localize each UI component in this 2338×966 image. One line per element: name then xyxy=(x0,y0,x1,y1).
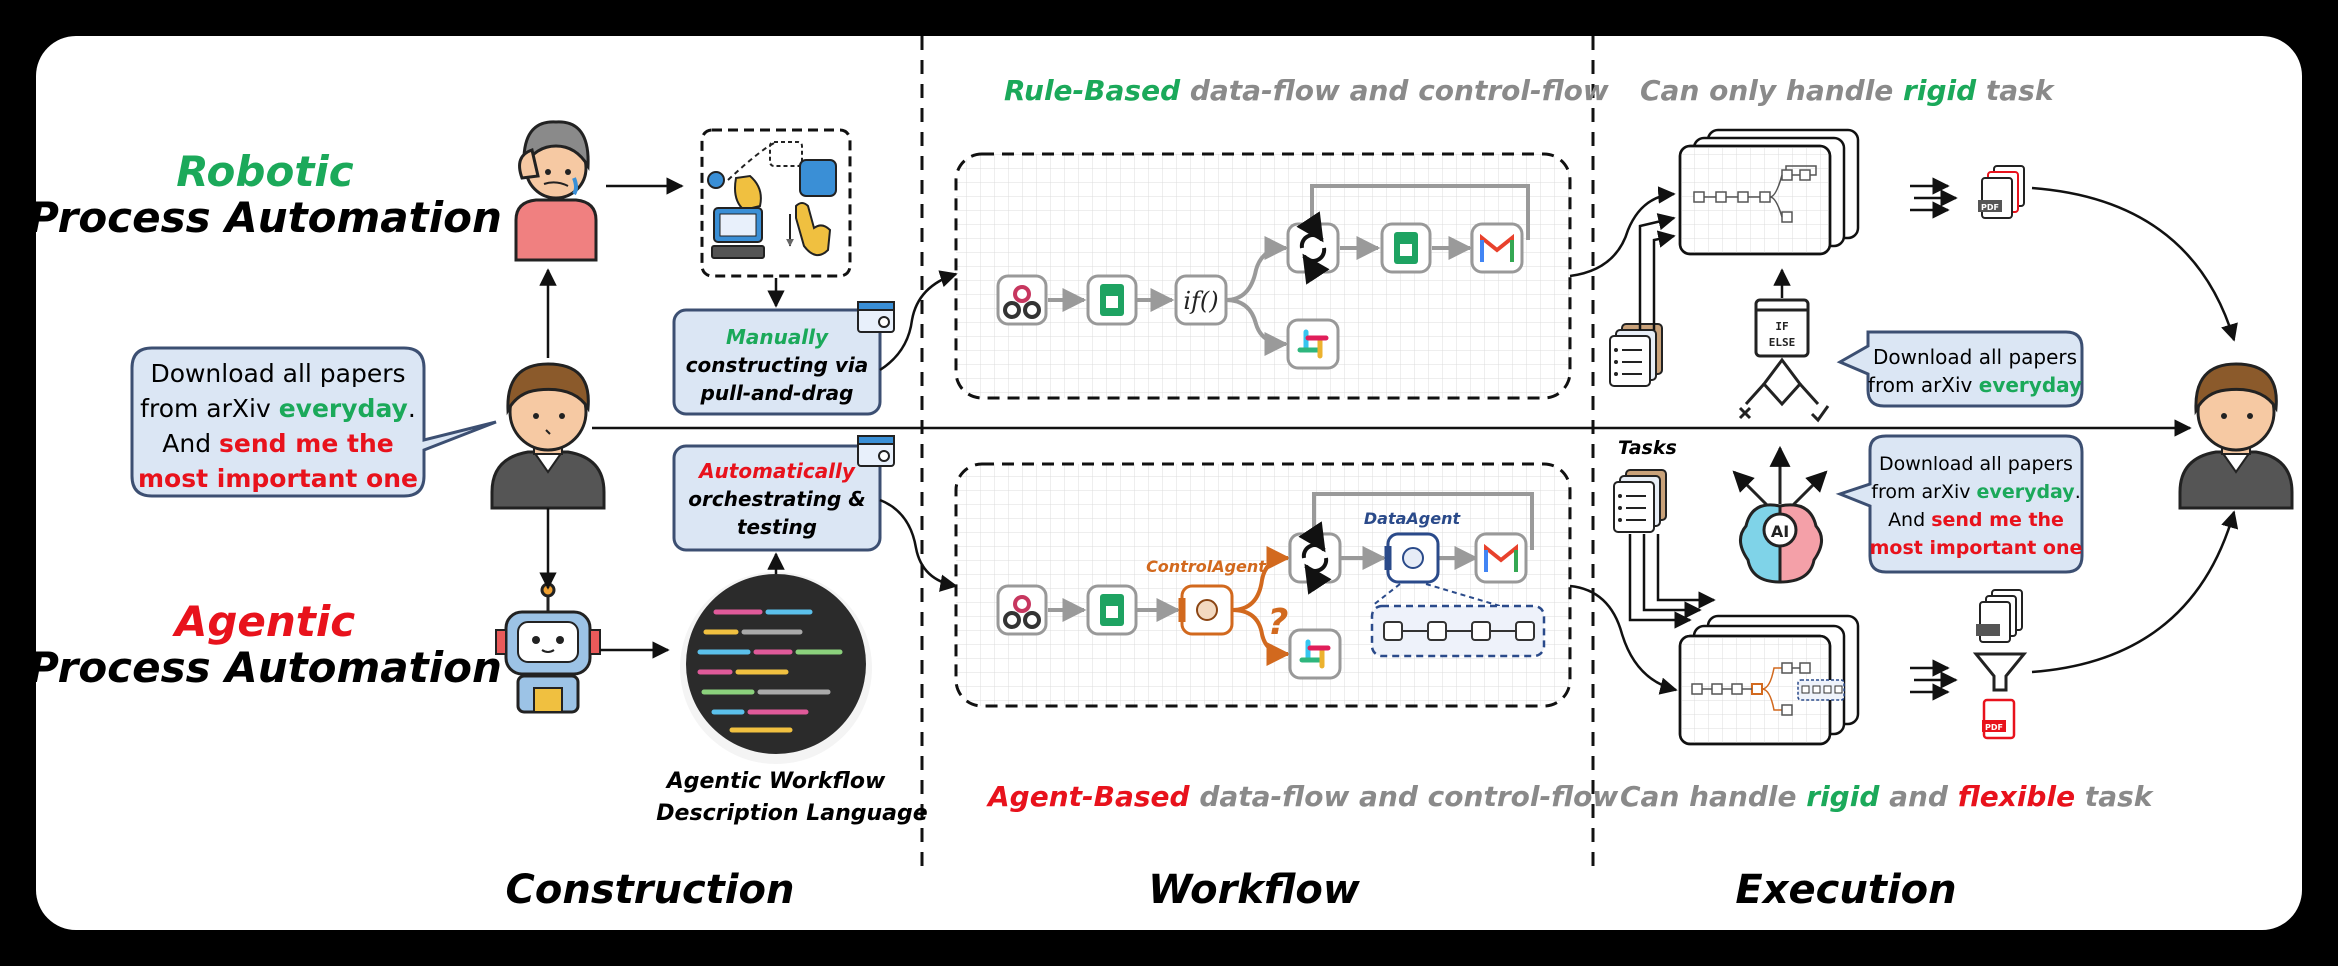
frustrated-worker-icon xyxy=(514,120,598,262)
auto-box-line1: Automatically xyxy=(697,459,856,483)
top-output-arrows xyxy=(1910,177,1958,219)
workflow-top-title: Rule-Based data-flow and control-flow xyxy=(1004,74,1609,107)
svg-text:And send me the: And send me the xyxy=(1888,509,2064,531)
drag-drop-tools-icon xyxy=(700,128,852,278)
user-request-line4: most important one xyxy=(138,464,418,493)
data-agent-node xyxy=(1384,532,1440,584)
svg-text:ELSE: ELSE xyxy=(1769,336,1796,349)
exec-request-bubble-rigid: Download all papers from arXiv everyday xyxy=(1836,330,2084,408)
loop-node-icon-2 xyxy=(1288,521,1342,595)
gmail-node-icon xyxy=(1470,222,1524,274)
manual-box-line2: constructing via xyxy=(686,353,869,377)
loop-node-icon xyxy=(1286,211,1340,285)
sheets-node-icon xyxy=(1086,274,1138,326)
data-agent-label: DataAgent xyxy=(1364,509,1462,528)
pdf-files-icon: PDF xyxy=(1978,165,2025,219)
rigid-execution-stack xyxy=(1678,128,1860,256)
awdl-label-line1: Agentic Workflow xyxy=(665,769,886,794)
manual-box-line1: Manually xyxy=(726,325,829,349)
apa-title-line1: Agentic xyxy=(172,597,355,646)
sheets-node-icon-3 xyxy=(1086,584,1138,636)
agent-workflow-edges xyxy=(1048,492,1534,666)
section-label-construction: Construction xyxy=(506,867,795,913)
user-request-line3: And send me the xyxy=(162,429,393,458)
webhook-node-icon-2 xyxy=(996,584,1048,636)
svg-text:if(): if() xyxy=(1183,287,1218,315)
rule-based-workflow-box xyxy=(954,152,1572,400)
slack-node-icon-2 xyxy=(1288,628,1342,680)
rpa-title-line1: Robotic xyxy=(176,147,353,196)
construction-arrows xyxy=(539,177,2192,659)
auto-orchestration-box: Automatically orchestrating & testing xyxy=(672,444,882,552)
svg-text:from arXiv everyday.: from arXiv everyday. xyxy=(1871,481,2080,503)
browser-window-icon-2 xyxy=(857,435,895,467)
user-request-bubble: Download all papers from arXiv everyday.… xyxy=(130,346,497,498)
user-avatar-icon-right xyxy=(2178,362,2294,510)
task-list-icon-2 xyxy=(1613,469,1667,533)
webhook-node-icon xyxy=(996,274,1048,326)
code-sphere-icon xyxy=(680,572,872,764)
task-list-icon xyxy=(1609,323,1663,387)
svg-text:PDF: PDF xyxy=(1981,203,1999,212)
section-label-execution: Execution xyxy=(1735,867,1956,913)
if-else-logic-icon: IF ELSE xyxy=(1738,298,1830,423)
gmail-node-icon-2 xyxy=(1474,532,1528,584)
exec-request-bubble-flexible: Download all papers from arXiv everyday.… xyxy=(1835,434,2084,574)
apa-title-line2: Process Automation xyxy=(28,643,502,692)
exec-top-title: Can only handle rigid task xyxy=(1640,74,2056,107)
section-label-workflow: Workflow xyxy=(1148,867,1361,913)
svg-text:Download all papers: Download all papers xyxy=(1879,453,2073,475)
manual-construction-box: Manually constructing via pull-and-drag xyxy=(672,308,882,416)
svg-text:Download all papers: Download all papers xyxy=(1873,345,2077,369)
svg-text:AI: AI xyxy=(1771,522,1789,541)
rule-workflow-edges xyxy=(1048,184,1530,356)
uncertainty-question-mark: ? xyxy=(1268,602,1289,643)
flexible-execution-stack xyxy=(1678,614,1860,746)
if-condition-node: if() xyxy=(1174,274,1228,326)
selected-pdf-icon: PDF xyxy=(1982,698,2016,740)
awdl-label-line2: Description Language xyxy=(656,801,927,826)
svg-text:from arXiv everyday: from arXiv everyday xyxy=(1868,373,2082,397)
rpa-title-line2: Process Automation xyxy=(28,193,502,242)
workflow-bottom-title: Agent-Based data-flow and control-flow xyxy=(986,780,1618,813)
pdf-files-icon-2 xyxy=(1976,589,2023,643)
exec-bottom-title: Can handle rigid and flexible task xyxy=(1620,780,2155,813)
user-avatar-icon xyxy=(490,362,606,510)
data-agent-subworkflow xyxy=(1370,583,1546,658)
svg-text:PDF: PDF xyxy=(1985,723,2003,732)
ai-brain-icon: AI xyxy=(1732,445,1828,584)
manual-box-line3: pull-and-drag xyxy=(700,381,854,405)
auto-box-line2: orchestrating & xyxy=(688,487,865,511)
tasks-label: Tasks xyxy=(1618,437,1677,459)
slack-node-icon xyxy=(1286,318,1340,370)
execution-flow-arrows xyxy=(1569,186,2239,695)
control-agent-node xyxy=(1178,584,1234,636)
svg-text:IF: IF xyxy=(1775,320,1788,333)
auto-box-line3: testing xyxy=(737,515,817,539)
control-agent-label: ControlAgent xyxy=(1146,557,1267,576)
user-request-line2: from arXiv everyday. xyxy=(140,394,416,423)
bottom-output-arrows xyxy=(1910,659,1958,701)
user-request-line1: Download all papers xyxy=(150,359,405,388)
svg-text:most important one: most important one xyxy=(1870,537,2083,559)
browser-window-icon xyxy=(857,301,895,333)
sheets-node-icon-2 xyxy=(1380,222,1432,274)
filter-funnel-icon xyxy=(1972,652,2028,692)
